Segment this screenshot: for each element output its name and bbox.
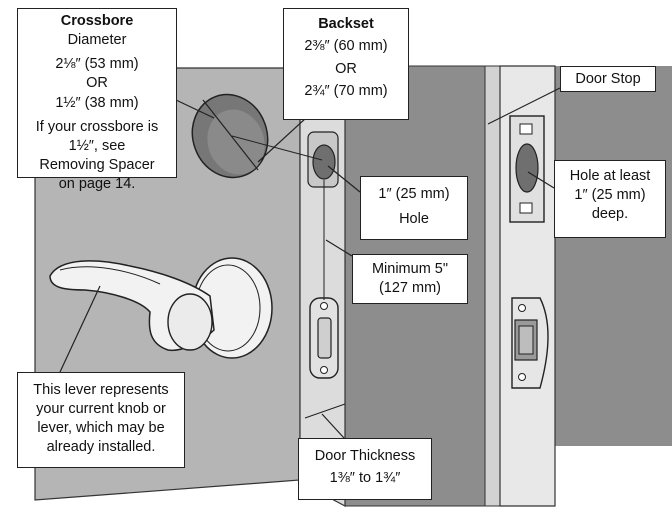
door-jamb — [484, 65, 501, 507]
crossbore-size-small: 1½″ (38 mm) — [55, 94, 139, 111]
leader-hole — [327, 165, 361, 193]
hole-depth-line1: Hole at least — [569, 168, 651, 184]
crossbore-title: Crossbore — [60, 13, 134, 29]
backset-option-2: 2¾″ (70 mm) — [304, 83, 388, 100]
hole-depth-callout: Hole at least 1″ (25 mm) deep. — [554, 160, 666, 238]
hole-depth-line2: 1″ (25 mm) — [574, 187, 646, 204]
leader-hole-depth — [527, 171, 555, 189]
leader-door-stop — [487, 87, 561, 125]
crossbore-size-large: 2⅛″ (53 mm) — [55, 56, 139, 73]
door-stop-callout: Door Stop — [560, 66, 656, 92]
door-thickness-range: 1⅜″ to 1¾″ — [329, 470, 401, 487]
backset-option-1: 2⅜″ (60 mm) — [304, 38, 388, 55]
leader-backset — [257, 117, 307, 163]
lever-note-line3: lever, which may be — [37, 420, 165, 437]
leader-thickness — [321, 413, 345, 439]
lever-note-line2: your current knob or — [36, 401, 166, 418]
leader-minimum — [325, 239, 353, 257]
crossbore-note-1: If your crossbore is — [35, 118, 159, 135]
lever-note-callout: This lever represents your current knob … — [17, 372, 185, 468]
crossbore-note-4: on page 14. — [58, 176, 136, 192]
hole-callout: 1″ (25 mm) Hole — [360, 176, 468, 240]
lever-note-line1: This lever represents — [33, 382, 169, 398]
lever-note-line4: already installed. — [46, 439, 156, 456]
wall-dark-right — [555, 66, 672, 446]
backset-or: OR — [335, 60, 357, 77]
door-stop-label: Door Stop — [575, 71, 641, 87]
hole-label: Hole — [399, 211, 429, 228]
crossbore-callout: Crossbore Diameter 2⅛″ (53 mm) OR 1½″ (3… — [17, 8, 177, 192]
hole-size: 1″ (25 mm) — [378, 186, 450, 202]
crossbore-or: OR — [86, 75, 108, 92]
crossbore-note-3: Removing Spacer — [39, 156, 155, 173]
door-thickness-label: Door Thickness — [314, 448, 416, 464]
minimum-line1: Minimum 5" — [371, 261, 449, 277]
leader-crossbore — [175, 99, 215, 119]
minimum-line2: (127 mm) — [378, 280, 442, 297]
minimum-callout: Minimum 5" (127 mm) — [352, 254, 468, 304]
backset-callout: Backset 2⅜″ (60 mm) OR 2¾″ (70 mm) — [283, 8, 409, 120]
leader-lever — [59, 285, 101, 373]
edge-bore-hole — [312, 144, 336, 180]
crossbore-note-2: 1½″, see — [68, 137, 126, 154]
door-thickness-callout: Door Thickness 1⅜″ to 1¾″ — [298, 438, 432, 500]
backset-title: Backset — [318, 16, 374, 32]
hole-depth-line3: deep. — [591, 206, 629, 223]
jamb-hole — [515, 143, 539, 193]
crossbore-diameter-label: Diameter — [67, 32, 127, 49]
